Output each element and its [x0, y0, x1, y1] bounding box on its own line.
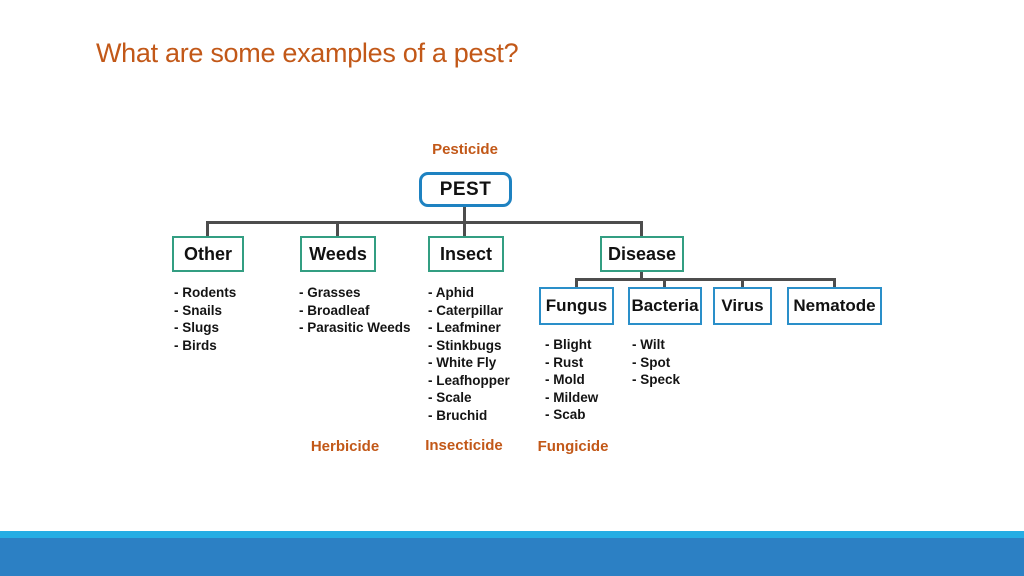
branch-node-insect: Insect — [428, 236, 504, 272]
branch-node-other: Other — [172, 236, 244, 272]
insect-examples-list: - Aphid - Caterpillar - Leafminer - Stinkbu… — [428, 284, 510, 424]
connector-sub-bus — [575, 278, 836, 281]
list-item: - White Fly — [428, 355, 497, 370]
list-item: - Snails — [174, 302, 223, 318]
fungicide-label: Fungicide — [537, 438, 609, 455]
list-item: - Scab — [545, 407, 586, 422]
bottom-accent-strip — [0, 531, 1024, 538]
list-item: - Scale — [428, 390, 472, 405]
pesticide-label: Pesticide — [432, 141, 498, 158]
connector-stub-disease — [640, 221, 643, 236]
connector-stub-weeds — [336, 221, 339, 236]
other-examples-list: - Rodents - Snails - Slugs - Birds — [174, 284, 236, 354]
list-item: - Parasitic Weeds — [299, 320, 411, 335]
pest-root-node: PEST — [419, 172, 512, 207]
connector-stub-fungus — [575, 278, 578, 288]
connector-stub-bacteria — [663, 278, 666, 288]
list-item: - Leafhopper — [428, 372, 510, 388]
list-item: - Blight — [545, 337, 592, 352]
connector-stub-insect — [463, 221, 466, 236]
list-item: - Wilt — [632, 337, 665, 352]
list-item: - Caterpillar — [428, 302, 504, 318]
connector-main-bus — [206, 221, 643, 224]
list-item: - Broadleaf — [299, 302, 370, 318]
connector-stub-virus — [741, 278, 744, 288]
list-item: - Leafminer — [428, 320, 501, 335]
insecticide-label: Insecticide — [425, 437, 503, 454]
page-title: What are some examples of a pest? — [96, 38, 519, 68]
list-item: - Rodents — [174, 285, 237, 300]
sub-node-bacteria: Bacteria — [628, 287, 702, 325]
bottom-band — [0, 538, 1024, 576]
sub-node-nematode: Nematode — [787, 287, 882, 325]
weeds-examples-list: - Grasses - Broadleaf - Parasitic Weeds — [299, 284, 411, 337]
list-item: - Slugs — [174, 320, 220, 335]
list-item: - Stinkbugs — [428, 337, 502, 353]
list-item: - Speck — [632, 372, 681, 387]
list-item: - Grasses — [299, 285, 361, 300]
sub-node-fungus: Fungus — [539, 287, 614, 325]
connector-disease-down — [640, 272, 643, 280]
connector-stub-nematode — [833, 278, 836, 288]
connector-stub-other — [206, 221, 209, 236]
branch-node-weeds: Weeds — [300, 236, 376, 272]
list-item: - Aphid — [428, 285, 474, 300]
herbicide-label: Herbicide — [310, 438, 380, 455]
bacteria-examples-list: - Wilt - Spot - Speck — [632, 336, 680, 389]
list-item: - Birds — [174, 337, 217, 353]
list-item: - Mildew — [545, 389, 599, 405]
list-item: - Mold — [545, 372, 585, 387]
sub-node-virus: Virus — [713, 287, 772, 325]
list-item: - Spot — [632, 354, 671, 370]
connector-pest-down — [463, 207, 466, 223]
list-item: - Rust — [545, 354, 584, 370]
branch-node-disease: Disease — [600, 236, 684, 272]
list-item: - Bruchid — [428, 407, 488, 423]
fungus-examples-list: - Blight - Rust - Mold - Mildew - Scab — [545, 336, 598, 424]
